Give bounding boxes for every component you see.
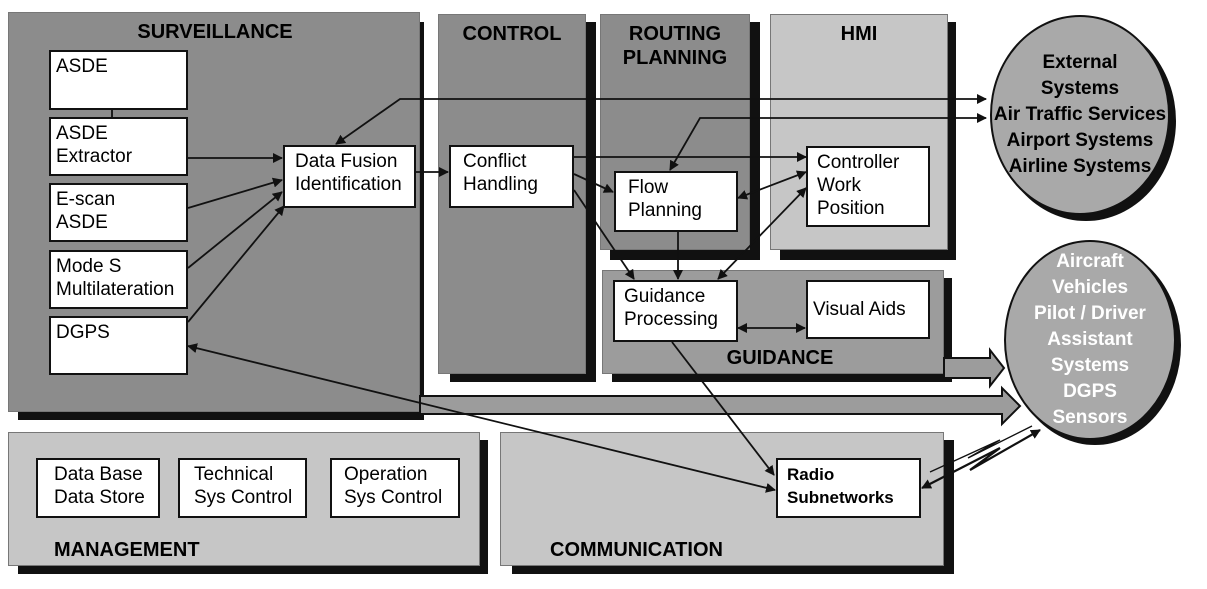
communication-title: COMMUNICATION	[550, 539, 723, 561]
flow-external-arrow	[669, 113, 987, 171]
asde-label: ASDE	[56, 56, 108, 77]
database-line1: Data Base	[54, 464, 143, 485]
escan-line2: ASDE	[56, 212, 108, 233]
radio-line1: Radio	[787, 465, 835, 484]
fusion-external-arrow	[335, 94, 987, 145]
escan-line1: E-scan	[56, 189, 116, 210]
external-line1: External	[1042, 52, 1118, 73]
external-line3: Air Traffic Services	[993, 104, 1167, 125]
controller-line3: Position	[817, 198, 885, 219]
radio-wireless-link-2	[929, 425, 1033, 473]
controller-line2: Work	[817, 175, 861, 196]
dgps-radio-arrow	[187, 343, 776, 493]
guidance-processing-box: Guidance Processing	[613, 280, 738, 342]
surveillance-title: SURVEILLANCE	[137, 21, 293, 43]
asde-extractor-line1: ASDE	[56, 123, 108, 144]
data-fusion-line1: Data Fusion	[295, 151, 398, 172]
external-systems-circle: External Systems Air Traffic Services Ai…	[990, 15, 1170, 215]
hmi-title: HMI	[840, 23, 878, 45]
visual-aids-box: Visual Aids	[806, 280, 930, 339]
guidance-proc-line2: Processing	[624, 309, 718, 330]
aircraft-line3: Pilot / Driver	[1034, 303, 1146, 324]
flow-controller-arrow	[737, 170, 807, 200]
escan-to-fusion-arrow	[187, 177, 283, 209]
conflict-handling-box: Conflict Handling	[449, 145, 574, 208]
radio-wireless-link	[921, 429, 1041, 489]
external-line5: Airline Systems	[1008, 156, 1152, 177]
aircraft-line1: Aircraft	[1056, 251, 1124, 272]
flow-line2: Planning	[628, 200, 702, 221]
escan-asde-box: E-scan ASDE	[49, 183, 188, 242]
controller-to-guidance-arrow	[717, 187, 807, 280]
aircraft-line6: Sensors	[1052, 407, 1128, 428]
database-box: Data Base Data Store	[36, 458, 160, 518]
radio-subnetworks-box: Radio Subnetworks	[776, 458, 921, 518]
database-line2: Data Store	[54, 487, 145, 508]
conflict-to-guidance-arrow	[573, 189, 635, 280]
routing-title-line1: ROUTING	[628, 23, 722, 45]
flow-line1: Flow	[628, 177, 669, 198]
data-fusion-box: Data Fusion Identification	[283, 145, 416, 208]
external-line4: Airport Systems	[1006, 130, 1154, 151]
data-fusion-line2: Identification	[295, 174, 402, 195]
control-title: CONTROL	[462, 23, 562, 45]
management-title: MANAGEMENT	[54, 539, 200, 561]
conflict-to-flow-arrow	[573, 173, 614, 193]
asde-box: ASDE	[49, 50, 188, 110]
routing-title-line2: PLANNING	[622, 47, 728, 69]
dgps-to-fusion-arrow	[187, 205, 285, 323]
mode-s-line2: Multilateration	[56, 279, 175, 300]
dgps-label: DGPS	[56, 322, 110, 343]
external-line2: Systems	[1040, 78, 1120, 99]
radio-line2: Subnetworks	[787, 488, 894, 507]
guidance-proc-line1: Guidance	[624, 286, 706, 307]
visual-aids-label: Visual Aids	[813, 299, 906, 320]
mode-s-box: Mode S Multilateration	[49, 250, 188, 309]
dgps-box: DGPS	[49, 316, 188, 375]
aircraft-line2: Vehicles	[1051, 277, 1129, 298]
conflict-line2: Handling	[463, 174, 538, 195]
guidance-bus-arrow	[943, 347, 1006, 389]
asde-extractor-line2: Extractor	[56, 146, 133, 167]
modes-to-fusion-arrow	[187, 191, 283, 269]
conflict-line1: Conflict	[463, 151, 527, 172]
mode-s-line1: Mode S	[56, 256, 122, 277]
aircraft-circle: Aircraft Vehicles Pilot / Driver Assista…	[1004, 240, 1176, 440]
asde-extractor-box: ASDE Extractor	[49, 117, 188, 176]
aircraft-line5: DGPS	[1063, 381, 1117, 402]
aircraft-line4: Assistant Systems	[1047, 329, 1133, 376]
